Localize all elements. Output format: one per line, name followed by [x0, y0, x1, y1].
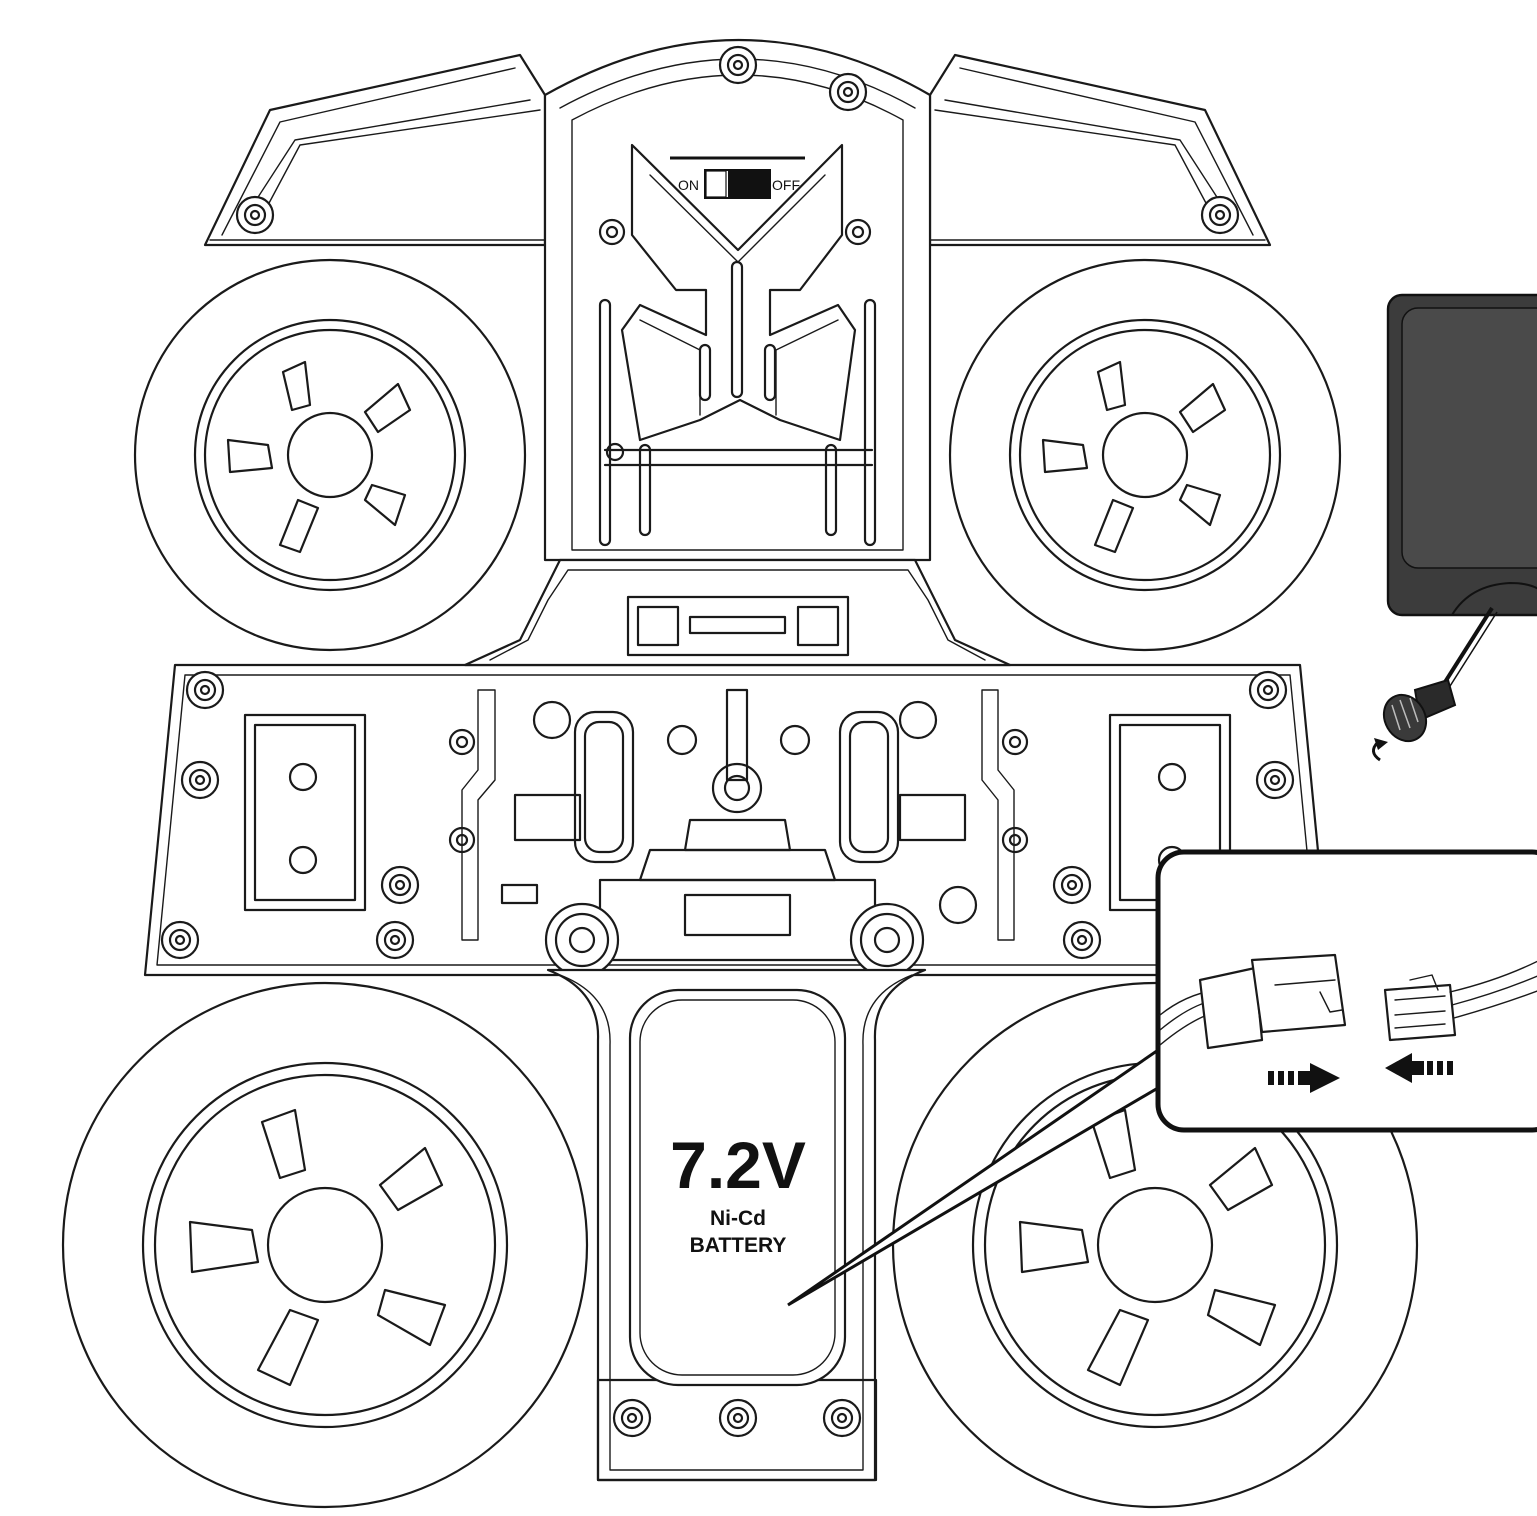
- arrow-right-icon: [1268, 1063, 1340, 1093]
- switch-on-label: ON: [678, 177, 699, 193]
- wheel-front-right: [948, 258, 1342, 652]
- chassis-mid-plate: [143, 663, 1332, 978]
- battery-type: Ni-Cd: [710, 1207, 766, 1230]
- wheel-front-left: [133, 258, 527, 652]
- chassis-center-body: ON OFF: [543, 39, 932, 562]
- connector-detail-callout: [1155, 849, 1537, 1133]
- switch-off-label: OFF: [772, 177, 800, 193]
- wheel-rear-left: [61, 981, 589, 1509]
- arrow-left-icon: [1385, 1053, 1453, 1083]
- fender-left: [203, 53, 547, 247]
- chassis-shoulder: [463, 558, 1012, 667]
- battery-name: BATTERY: [690, 1234, 787, 1257]
- battery-voltage: 7.2V: [670, 1128, 806, 1202]
- charger-unit: [1386, 293, 1537, 617]
- screwdriver-icon: [1382, 606, 1498, 743]
- fender-right: [928, 53, 1272, 247]
- battery-pack: 7.2V Ni-Cd BATTERY: [628, 988, 847, 1387]
- rotate-arrow-icon: [1372, 738, 1388, 762]
